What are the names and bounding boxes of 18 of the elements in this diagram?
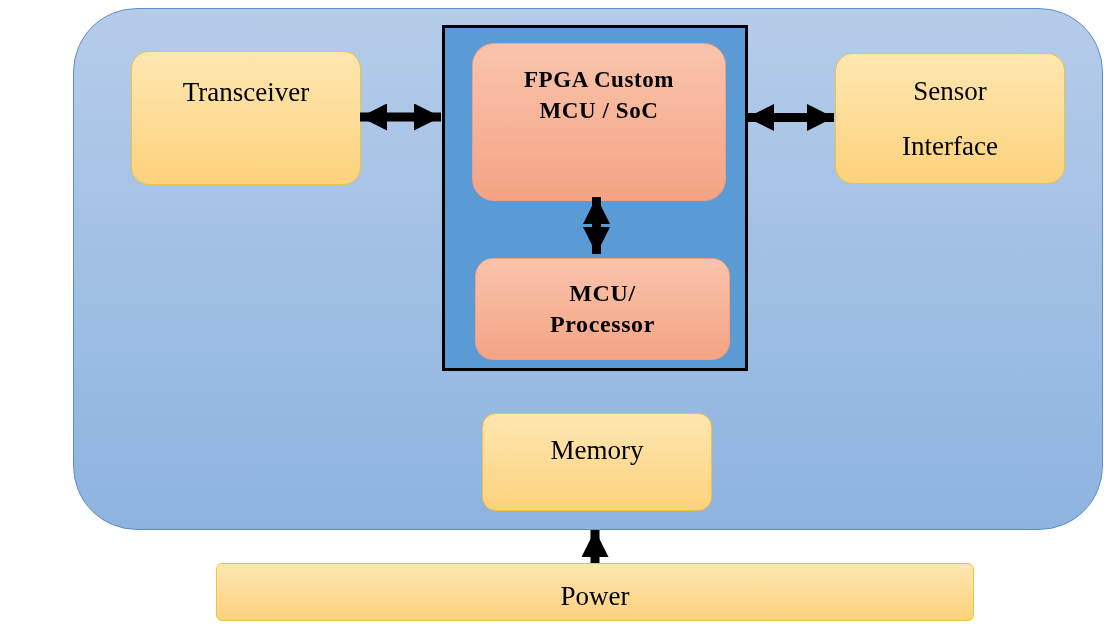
device-panel bbox=[73, 8, 1103, 530]
processor-frame bbox=[442, 25, 748, 371]
process-box bbox=[482, 413, 712, 511]
node-label: Sensor Interface bbox=[901, 74, 999, 163]
node-label: FPGA Custom MCU / SoC bbox=[522, 66, 676, 125]
process-box bbox=[131, 51, 361, 185]
node-label: Transceiver bbox=[182, 76, 310, 109]
node-label: Memory bbox=[550, 434, 644, 467]
process-box bbox=[472, 43, 726, 201]
process-box bbox=[475, 258, 730, 360]
double-arrow bbox=[360, 103, 441, 131]
process-box bbox=[835, 53, 1065, 184]
node-label: MCU/ Processor bbox=[549, 279, 656, 339]
double-arrow bbox=[583, 197, 610, 254]
double-arrow bbox=[747, 104, 834, 131]
double-arrow bbox=[581, 530, 609, 563]
node-label: Power bbox=[560, 579, 630, 613]
power-bar bbox=[216, 563, 974, 621]
